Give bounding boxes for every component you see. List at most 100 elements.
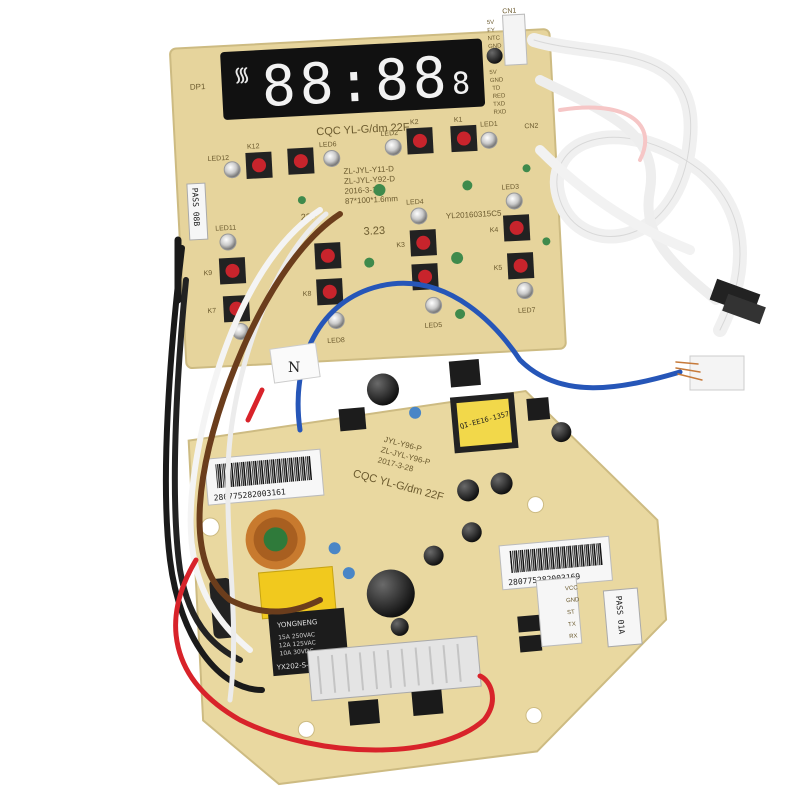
pin-label: 5V <box>489 70 497 76</box>
key-label: K1 <box>454 117 463 124</box>
heatsink <box>306 635 482 726</box>
capacitor <box>486 47 503 64</box>
mounting-holes <box>200 496 545 738</box>
led <box>505 192 523 210</box>
display-designator: DP1 <box>190 82 207 92</box>
ribbon-connector <box>689 278 766 391</box>
relay-rating: 10A 30VDC <box>279 647 314 657</box>
led-label: LED12 <box>207 155 229 163</box>
pin-label: GND <box>488 43 502 50</box>
pin-label: TX <box>568 622 576 629</box>
pin-label: NTC <box>488 35 501 42</box>
led-label: LED8 <box>327 337 345 345</box>
brown-wire <box>196 211 343 615</box>
key-label: K7 <box>207 308 216 315</box>
buzzer <box>366 569 415 618</box>
date-line-3: 2016-3-12 <box>344 185 381 196</box>
ribbon-cables <box>527 33 747 337</box>
button-k-top-mid[interactable] <box>287 147 315 175</box>
control-date-lines: ZL-JYL-Y11-D ZL-JYL-Y92-D 2016-3-12 87*1… <box>343 164 398 206</box>
led-label: LED3 <box>501 184 519 192</box>
led-label: LED7 <box>518 307 536 315</box>
cn1-pin-labels: 5V FY NTC GND 5V GND TD RED TXD RXD <box>487 20 507 116</box>
copper-strands <box>675 361 703 381</box>
control-side-label: PASS 08B <box>186 182 209 241</box>
seven-segment-display: ᯾ 88:88 8 DP1 <box>190 38 486 120</box>
power-side-label: PASS 01A <box>602 587 643 648</box>
wifi-icon: ᯾ <box>233 62 251 87</box>
display-suffix: 8 <box>451 66 471 102</box>
key-label: K4 <box>490 227 499 234</box>
key-label: K9 <box>203 270 212 277</box>
pin-label: RED <box>493 93 507 100</box>
cn1-label: CN1 <box>502 8 516 16</box>
control-board: ᯾ 88:88 8 DP1 CQC YL-G/dm 22F 22F 3.23 Z… <box>169 8 567 370</box>
led <box>516 282 534 300</box>
pin-label: VCC <box>565 585 579 592</box>
connector-cn1: CN1 CN2 5V FY NTC GND 5V GND TD RED TXD … <box>486 8 539 131</box>
cn2-label: CN2 <box>524 123 538 131</box>
display-digits: 88:88 <box>260 45 452 120</box>
pin-label: ST <box>567 610 575 617</box>
wire-tag: N <box>269 342 321 384</box>
electrolytic-capacitors <box>366 373 572 636</box>
pin-label: FY <box>487 28 495 34</box>
button-k1[interactable] <box>450 124 478 153</box>
side-label-text: PASS 01A <box>614 595 626 634</box>
key-label: K3 <box>396 242 405 249</box>
date-line-2: ZL-JYL-Y92-D <box>344 174 396 186</box>
pin-label: TXD <box>493 101 506 108</box>
key-label: K5 <box>494 265 503 272</box>
control-model-text: CQC YL-G/dm 22F <box>316 121 410 138</box>
pin-label: 5V <box>487 20 495 26</box>
button-k-mid-left[interactable] <box>314 242 342 270</box>
led-labels: LED12 LED2 LED1 LED6 LED11 LED4 LED3 LED… <box>207 121 536 345</box>
blue-wire <box>295 280 683 433</box>
barcode-label-top: 280775282003161 <box>203 448 325 506</box>
button-k5[interactable] <box>506 252 535 280</box>
button-k4[interactable] <box>502 214 531 242</box>
led <box>219 233 237 251</box>
test-pads <box>297 164 551 319</box>
power-board: CQC YL-G/dm 22F JYL-Y96-P ZL-JYL-Y96-P 2… <box>187 358 668 786</box>
led-label: LED5 <box>424 322 442 330</box>
button-k2[interactable] <box>406 127 434 155</box>
control-lot-code: YL20160315C5 <box>446 209 503 221</box>
pin-label: TD <box>492 86 501 92</box>
relay-rating: 12A 125VAC <box>279 639 316 649</box>
fuse <box>209 577 236 639</box>
side-label-text: PASS 08B <box>190 187 201 226</box>
led-label: LED4 <box>406 199 424 207</box>
led <box>384 138 402 156</box>
button-k12[interactable] <box>245 151 273 179</box>
toroid-inductor <box>245 509 306 570</box>
control-dots: 3.23 <box>363 225 385 238</box>
black-wire-1 <box>162 245 265 693</box>
button-k9[interactable] <box>218 257 247 285</box>
led <box>323 149 341 167</box>
key-label: K8 <box>303 291 312 298</box>
led <box>425 296 443 314</box>
key-labels: K12 K2 K1 K9 K7 K8 K3 K4 K5 <box>203 117 503 316</box>
pin-label: GND <box>566 597 580 604</box>
wire-tag-text: N <box>288 360 300 376</box>
key-label: K12 <box>247 143 260 151</box>
button-k8[interactable] <box>316 278 344 306</box>
key-label: K2 <box>410 119 419 126</box>
power-connector: VCC GND ST TX RX <box>535 576 583 648</box>
relay-brand: YONGNENG <box>276 618 318 630</box>
integrated-circuits <box>338 358 551 653</box>
led-label: LED2 <box>380 130 398 138</box>
button-k3[interactable] <box>409 229 437 257</box>
transformer: QI-EE16-1357 <box>449 392 519 454</box>
pin-label: GND <box>490 77 504 84</box>
led-label: LED1 <box>480 121 498 129</box>
relay-rating: 15A 250VAC <box>278 631 315 641</box>
led <box>327 311 345 329</box>
led <box>223 161 241 179</box>
date-line-1: ZL-JYL-Y11-D <box>343 164 394 176</box>
led-label: LED11 <box>215 225 236 233</box>
pin-label: RXD <box>493 109 507 116</box>
led <box>480 131 498 149</box>
